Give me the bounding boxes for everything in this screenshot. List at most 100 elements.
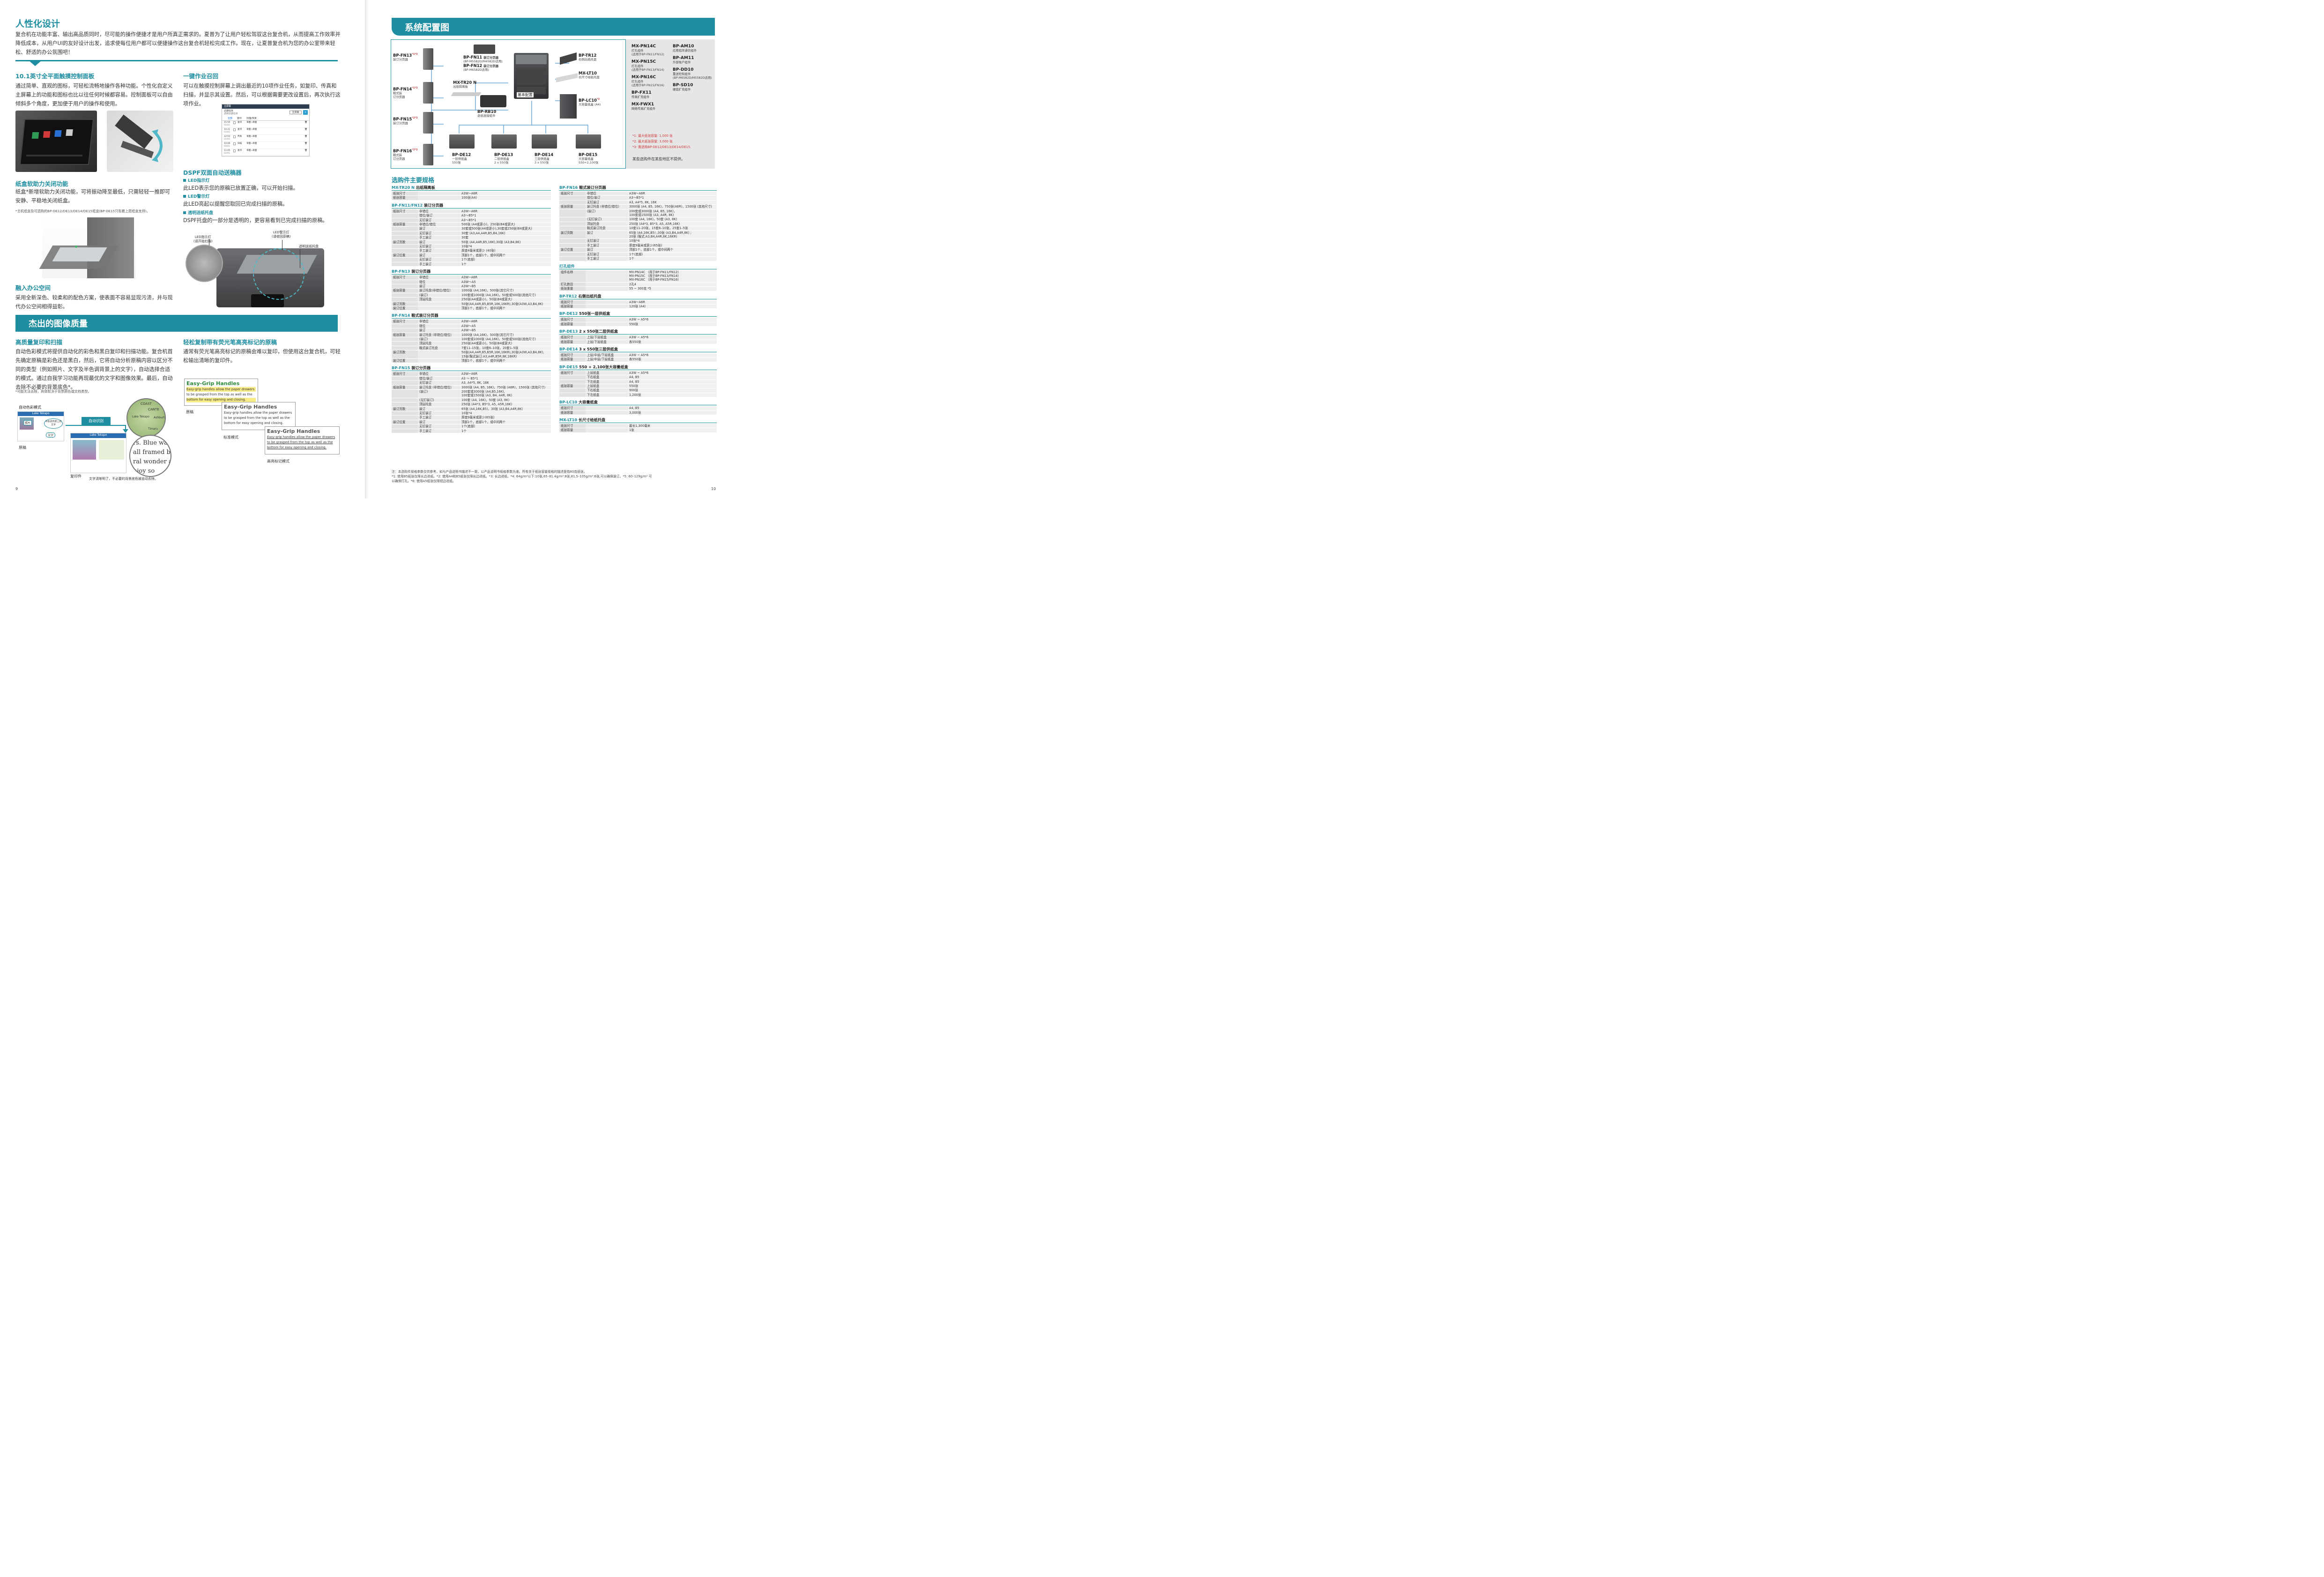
led1-title: LED指示灯 (183, 177, 209, 183)
led2-title: LED警示灯 (183, 193, 209, 199)
egh-heading: Easy-Grip Handles (186, 380, 240, 387)
led1-text: 此LED表示您的原稿已放置正确，可以开始扫描。 (183, 185, 298, 191)
screen-tabs: 全部 复印 扫描/传真 (222, 116, 309, 121)
legend-item: *2: 最大纸张容量: 3,000 张 (632, 140, 673, 143)
screen-title: 近期任务 (224, 110, 234, 112)
trash-icon[interactable]: 🗑 (304, 121, 307, 124)
trash-icon[interactable]: 🗑 (304, 135, 307, 138)
doc-icon (233, 142, 236, 145)
trash-icon[interactable]: 🗑 (304, 149, 307, 152)
spec-row: 纸张容量装订托盘(非错位/错位)1000张 (A4,16K)，500张(其它尺寸… (392, 288, 551, 293)
page-title: 人性化设计 (15, 19, 60, 29)
left-page: 人性化设计 复合机在功能丰富、输出高品质同时，尽可能的操作便捷才是用户所真正需求… (0, 0, 366, 498)
tab-copy[interactable]: 复印 (237, 117, 242, 120)
auto-detect-badge: 自动识别 (82, 417, 111, 425)
hq-note: *可能无法去除，具体取决于背景颜色或文档类型。 (15, 389, 91, 394)
fn11-label: BP-FN11 装订分页器 (BP-M5582D/M4582D适用) BP-FN… (463, 55, 503, 72)
close-icon[interactable]: ✕ (303, 110, 308, 115)
spec-row: 装订位置顶部1个，底部1个，或中间两个 (392, 358, 551, 364)
spec-row: (装订)200套或3000张 (A4, B5, 16K)， 100套或1500张… (559, 209, 717, 218)
spec-row: 纸张容量上层/下层纸盒各550张 (559, 340, 717, 344)
trash-icon[interactable]: 🗑 (304, 128, 307, 131)
divider (15, 60, 338, 61)
page-number: 10 (711, 487, 716, 491)
dspf-illustration (186, 234, 340, 307)
spec-row: 手工装订厚度9毫米或更少(65张) (559, 243, 717, 248)
spec-row: (装订)100套或1000张 (A4,16K)，50套或500张(其他尺寸) (392, 293, 551, 298)
spec-row: 手工装订厚度4毫米或更少 (40张) (392, 248, 551, 253)
bullet-icon (183, 179, 186, 182)
availability-note: 某些选购件在某些地区不提供。 (632, 157, 685, 161)
section-band-image-quality: 杰出的图像质量 (15, 315, 338, 332)
acm-copy: Lake Tekapo (70, 433, 126, 473)
page-number: 9 (15, 487, 18, 491)
screen-header: 主屏幕 (222, 104, 309, 109)
halftone-tag: 半色调背景上的文字 (44, 418, 63, 429)
text-tag: 文字 (46, 432, 56, 438)
acm-copy-note: 文字清晰明了，不必要的背景底色被自动去除。 (89, 477, 158, 481)
rb10-label: BP-RB10 走纸连接组件 (477, 109, 497, 118)
spec-row: 装订位置装订顶部1个，底部1个，或中间两个 (392, 420, 551, 425)
tab-scan-fax[interactable]: 扫描/传真 (246, 117, 257, 120)
hq-title: 高质量复印和扫描 (15, 339, 63, 346)
panel-text: 通过简单、直观的图标，可轻松流畅地操作各种功能。个性化自定义主屏幕上的功能和图标… (15, 83, 173, 107)
tr20-image (451, 92, 482, 96)
paper-deck-image (576, 134, 601, 149)
photo-tag: 照片 (23, 420, 32, 425)
trash-icon[interactable]: 🗑 (304, 142, 307, 145)
tr20-label: MX-TR20 N 出纸隔离板 (453, 80, 477, 89)
tilt-arrow-icon (152, 129, 163, 162)
bullet-icon (183, 195, 186, 198)
standard-label: 标准模式 (223, 435, 238, 439)
doc-icon (233, 149, 236, 152)
spec-row: 纸张容量装订托盘 (非错位/错位)3000张 (A4, B5, 16K)，750… (392, 385, 551, 390)
home-button[interactable]: 主屏幕 (290, 111, 302, 114)
spec-row: 手工装订厚度9毫米或更少(65张) (392, 415, 551, 420)
tray-title: 纸盒软助力关闭功能 (15, 180, 68, 187)
acm-original: Lake Tekapo 照片 半色调背景上的文字 文字 (17, 411, 64, 441)
tab-all[interactable]: 全部 (228, 117, 233, 120)
original-label: 原稿 (186, 410, 193, 414)
tray3-text: DSPF托盘的一部分是透明的，更容易看到已完成扫描的原稿。 (183, 217, 328, 223)
recall-title: 一键作业召回 (183, 73, 219, 80)
screen-subtitle: 调用近期任务 (224, 112, 238, 115)
